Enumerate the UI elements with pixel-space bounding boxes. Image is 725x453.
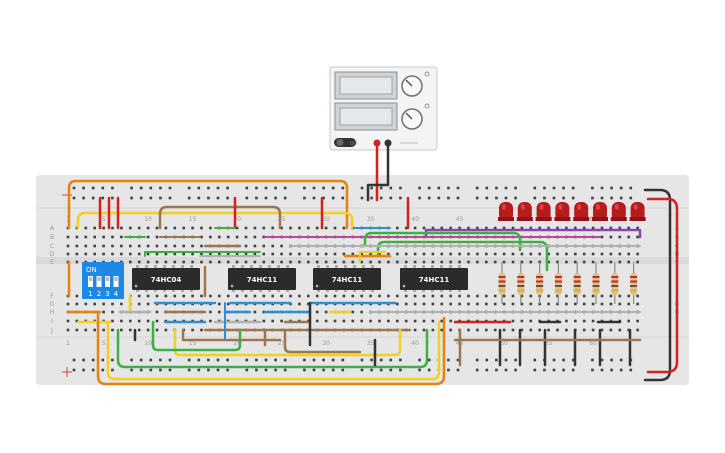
resistor xyxy=(611,262,619,304)
voltage-display xyxy=(339,76,393,95)
column-number: 20 xyxy=(233,216,241,223)
wires xyxy=(66,141,679,386)
ic-chips: 74HC04 74HC11 74HC11 74HC11 xyxy=(132,265,468,292)
row-letter: F xyxy=(50,293,54,300)
center-channel xyxy=(36,257,689,264)
column-number: 35 xyxy=(367,340,375,347)
power-supply: OFF xyxy=(329,66,438,151)
column-number: 15 xyxy=(189,216,197,223)
brown-top-wire xyxy=(158,205,282,230)
chip-label: 74HC11 xyxy=(419,276,450,284)
dip-toggle[interactable] xyxy=(105,276,110,287)
column-number: 1 xyxy=(66,340,70,347)
row-letter: G xyxy=(50,301,55,308)
red-led xyxy=(498,202,514,221)
column-number: 15 xyxy=(189,340,197,347)
resistor xyxy=(498,262,506,304)
supply-black-wire xyxy=(366,141,390,202)
ic-chip[interactable]: 74HC11 xyxy=(400,265,468,292)
dip-number: 1 xyxy=(88,290,92,298)
column-number: 30 xyxy=(322,340,330,347)
column-number: 35 xyxy=(367,216,375,223)
row-letter: D xyxy=(50,251,55,258)
column-number: 40 xyxy=(411,340,419,347)
column-number: 50 xyxy=(500,340,508,347)
column-number: 45 xyxy=(456,216,464,223)
dip-number: 3 xyxy=(105,290,109,298)
ic-chip[interactable]: 74HC04 xyxy=(132,265,200,292)
chip-label: 74HC11 xyxy=(332,276,363,284)
resistor xyxy=(573,262,581,304)
dip-toggle[interactable] xyxy=(88,276,93,287)
led-array xyxy=(498,202,646,221)
resistor xyxy=(554,262,562,304)
power-switch-label: OFF xyxy=(350,141,358,146)
column-number: 5 xyxy=(102,216,106,223)
row-letter: J xyxy=(50,327,53,334)
row-letter: B xyxy=(50,234,54,241)
resistor xyxy=(536,262,544,304)
red-led xyxy=(573,202,590,221)
resistor xyxy=(630,262,638,304)
row-letter: C xyxy=(50,243,54,250)
resistor-array xyxy=(498,262,638,304)
right-black-rail-wire xyxy=(643,188,672,382)
right-red-rail-wire xyxy=(646,197,679,374)
column-number: 25 xyxy=(278,340,286,347)
dip-toggle[interactable] xyxy=(96,276,102,287)
row-letter: E xyxy=(50,259,54,266)
current-display xyxy=(339,107,393,126)
column-number: 10 xyxy=(144,340,152,347)
ic-chip[interactable]: 74HC11 xyxy=(228,265,296,292)
column-number: 5 xyxy=(102,340,106,347)
red-led xyxy=(592,202,608,221)
dip-switch-label: ON xyxy=(86,266,97,274)
yellow-top-wire xyxy=(76,211,354,230)
dip-number: 2 xyxy=(97,290,101,298)
red-led xyxy=(535,202,552,221)
chip-label: 74HC04 xyxy=(151,276,182,284)
red-led xyxy=(629,202,646,221)
row-letter: H xyxy=(50,309,55,316)
column-number: 10 xyxy=(144,216,152,223)
row-letter: I xyxy=(51,318,53,325)
red-led xyxy=(516,202,533,221)
dip-toggle[interactable] xyxy=(113,276,119,287)
resistor xyxy=(592,262,600,304)
orange-top-loop-wire xyxy=(67,179,349,230)
dip-number: 4 xyxy=(114,290,119,298)
column-number: 25 xyxy=(278,216,286,223)
chip-label: 74HC11 xyxy=(247,276,278,284)
row-letter: A xyxy=(50,225,55,232)
ic-chip[interactable]: 74HC11 xyxy=(313,265,381,292)
column-number: 30 xyxy=(322,216,330,223)
column-number: 60 xyxy=(589,340,597,347)
column-number: 55 xyxy=(545,340,553,347)
red-led xyxy=(554,202,571,221)
resistor xyxy=(517,262,525,304)
red-led xyxy=(610,202,627,221)
column-number: 40 xyxy=(411,216,419,223)
column-number: 20 xyxy=(233,340,241,347)
